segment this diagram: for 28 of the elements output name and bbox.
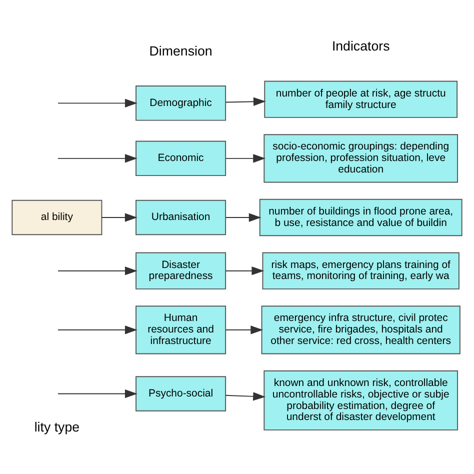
node-box: al bility [12,199,102,235]
node-box: known and unknown risk, controllable uncontrollable risks, objective or subje probability estimation, degree of underst of disaster development [264,370,458,430]
node-box: emergency infra structure, civil protec service, fire brigades, hospitals and other service: red cross, health centers [261,305,460,354]
node-box: socio-economic groupings: depending profession, profession situation, leve education [264,134,458,182]
arrow [225,392,266,400]
node-box: Urbanisation [136,199,226,235]
node-box: Psycho-social [136,376,226,411]
node-box: Demographic [136,85,226,120]
arrow [225,266,264,275]
node-box: Disaster preparedness [136,252,226,289]
node-box: number of people at risk, age structu family structure [264,80,458,118]
node-box: Economic [136,140,226,176]
arrow [58,98,138,107]
arrow [58,154,138,162]
arrow [58,325,138,334]
arrow [101,212,138,222]
arrow [225,325,264,334]
node-box: risk maps, emergency plans training of teams, monitoring of training, early wa [262,252,460,289]
node-box: number of buildings in flood prone area, b use, resistance and value of buildin [259,198,462,236]
arrow [58,266,138,275]
arrow [225,96,266,106]
node-box: Human resources and infrastructure [136,305,226,354]
arrow [225,154,266,162]
label: Indicators [332,38,390,53]
arrow [58,388,138,398]
arrow [225,212,262,222]
label: Dimension [149,42,212,58]
label: lity type [34,419,80,434]
